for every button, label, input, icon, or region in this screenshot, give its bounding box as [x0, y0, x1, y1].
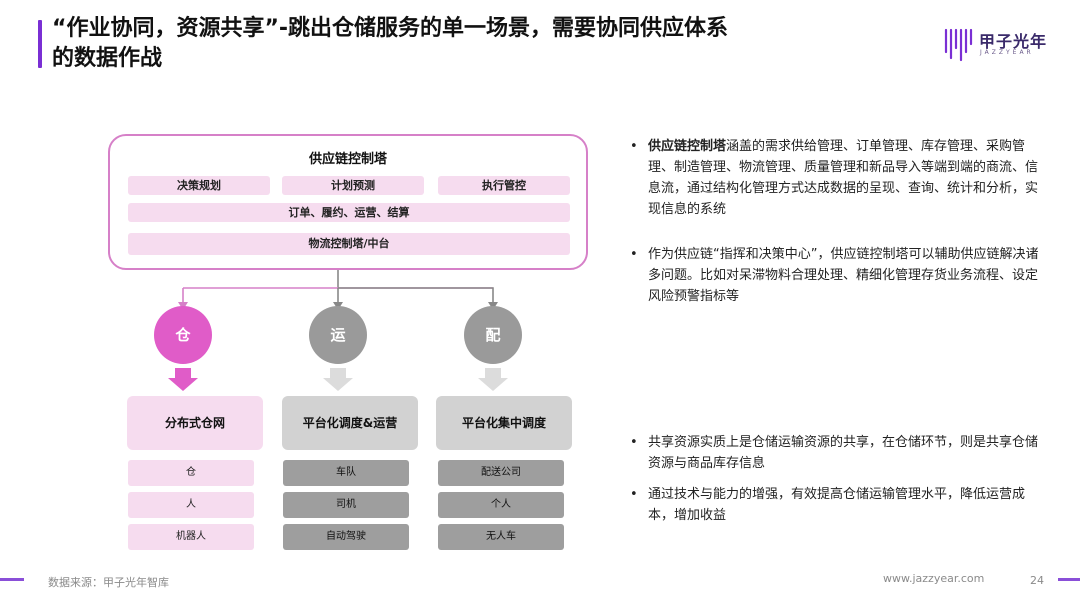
sub-item: 司机 [283, 492, 409, 518]
title-accent-bar [38, 20, 42, 68]
data-source: 数据来源：甲子光年智库 [48, 576, 169, 589]
bullet-dot: • [630, 139, 638, 154]
jazzyear-logo-icon [944, 28, 973, 62]
bullets-top: • 供应链控制塔涵盖的需求供给管理、订单管理、库存管理、采购管理、制造管理、物流管… [628, 136, 1048, 313]
page-title: “作业协同，资源共享”-跳出仓储服务的单一场景，需要协同供应体系 的数据作战 [52, 14, 852, 74]
block-arrow-1 [168, 368, 198, 391]
tower-item-decision: 决策规划 [128, 176, 270, 195]
card-distributed-warehouse: 分布式仓网 [127, 396, 263, 450]
sub-item: 车队 [283, 460, 409, 486]
bullets-bottom: • 共享资源实质上是仓储运输资源的共享，在仓储环节，则是共享仓储资源与商品库存信息… [628, 432, 1048, 532]
tower-item-logistics: 物流控制塔/中台 [128, 233, 570, 255]
bullet-dot: • [630, 435, 638, 450]
bullet-item: • 共享资源实质上是仓储运输资源的共享，在仓储环节，则是共享仓储资源与商品库存信息 [628, 432, 1048, 474]
logo: 甲子光年 JAZZYEAR [943, 26, 1053, 62]
bullet-dot: • [630, 247, 638, 262]
title-line-1: “作业协同，资源共享”-跳出仓储服务的单一场景，需要协同供应体系 [52, 16, 729, 41]
bullet-text: 通过技术与能力的增强，有效提高仓储运输管理水平，降低运营成本，增加收益 [648, 487, 1026, 523]
bullet-item: • 通过技术与能力的增强，有效提高仓储运输管理水平，降低运营成本，增加收益 [628, 484, 1048, 526]
control-tower-box: 供应链控制塔 决策规划 计划预测 执行管控 订单、履约、运营、结算 物流控制塔/… [108, 134, 588, 270]
sub-item: 人 [128, 492, 254, 518]
footer-accent-right [1058, 578, 1080, 581]
card-platform-central-dispatch: 平台化集中调度 [436, 396, 572, 450]
bullet-text: 作为供应链“指挥和决策中心”，供应链控制塔可以辅助供应链解决诸多问题。比如对呆滞… [648, 247, 1039, 304]
circle-transport: 运 [309, 306, 367, 364]
circle-delivery: 配 [464, 306, 522, 364]
bullet-text: 共享资源实质上是仓储运输资源的共享，在仓储环节，则是共享仓储资源与商品库存信息 [648, 435, 1039, 471]
page-number: 24 [1030, 574, 1044, 587]
logo-name: 甲子光年 [979, 32, 1048, 51]
logo-sub: JAZZYEAR [980, 49, 1034, 56]
sub-item: 仓 [128, 460, 254, 486]
sub-item: 机器人 [128, 524, 254, 550]
sub-item: 配送公司 [438, 460, 564, 486]
control-tower-title: 供应链控制塔 [308, 152, 387, 167]
tower-item-orders: 订单、履约、运营、结算 [128, 203, 570, 222]
bullet-dot: • [630, 487, 638, 502]
footer-accent-left [0, 578, 24, 581]
bullet-bold: 供应链控制塔 [648, 139, 727, 154]
bullet-text: 涵盖的需求供给管理、订单管理、库存管理、采购管理、制造管理、物流管理、质量管理和… [648, 139, 1039, 217]
website-link[interactable]: www.jazzyear.com [883, 572, 985, 585]
sub-item: 无人车 [438, 524, 564, 550]
circle-warehouse: 仓 [154, 306, 212, 364]
bullet-item: • 作为供应链“指挥和决策中心”，供应链控制塔可以辅助供应链解决诸多问题。比如对呆… [628, 244, 1048, 307]
sub-item: 个人 [438, 492, 564, 518]
block-arrow-2 [323, 368, 353, 391]
title-line-2: 的数据作战 [52, 46, 163, 71]
card-platform-dispatch-ops: 平台化调度&运营 [282, 396, 418, 450]
bullet-item: • 供应链控制塔涵盖的需求供给管理、订单管理、库存管理、采购管理、制造管理、物流管… [628, 136, 1048, 220]
tower-item-forecast: 计划预测 [282, 176, 424, 195]
sub-item: 自动驾驶 [283, 524, 409, 550]
tower-item-execution: 执行管控 [438, 176, 570, 195]
block-arrow-3 [478, 368, 508, 391]
